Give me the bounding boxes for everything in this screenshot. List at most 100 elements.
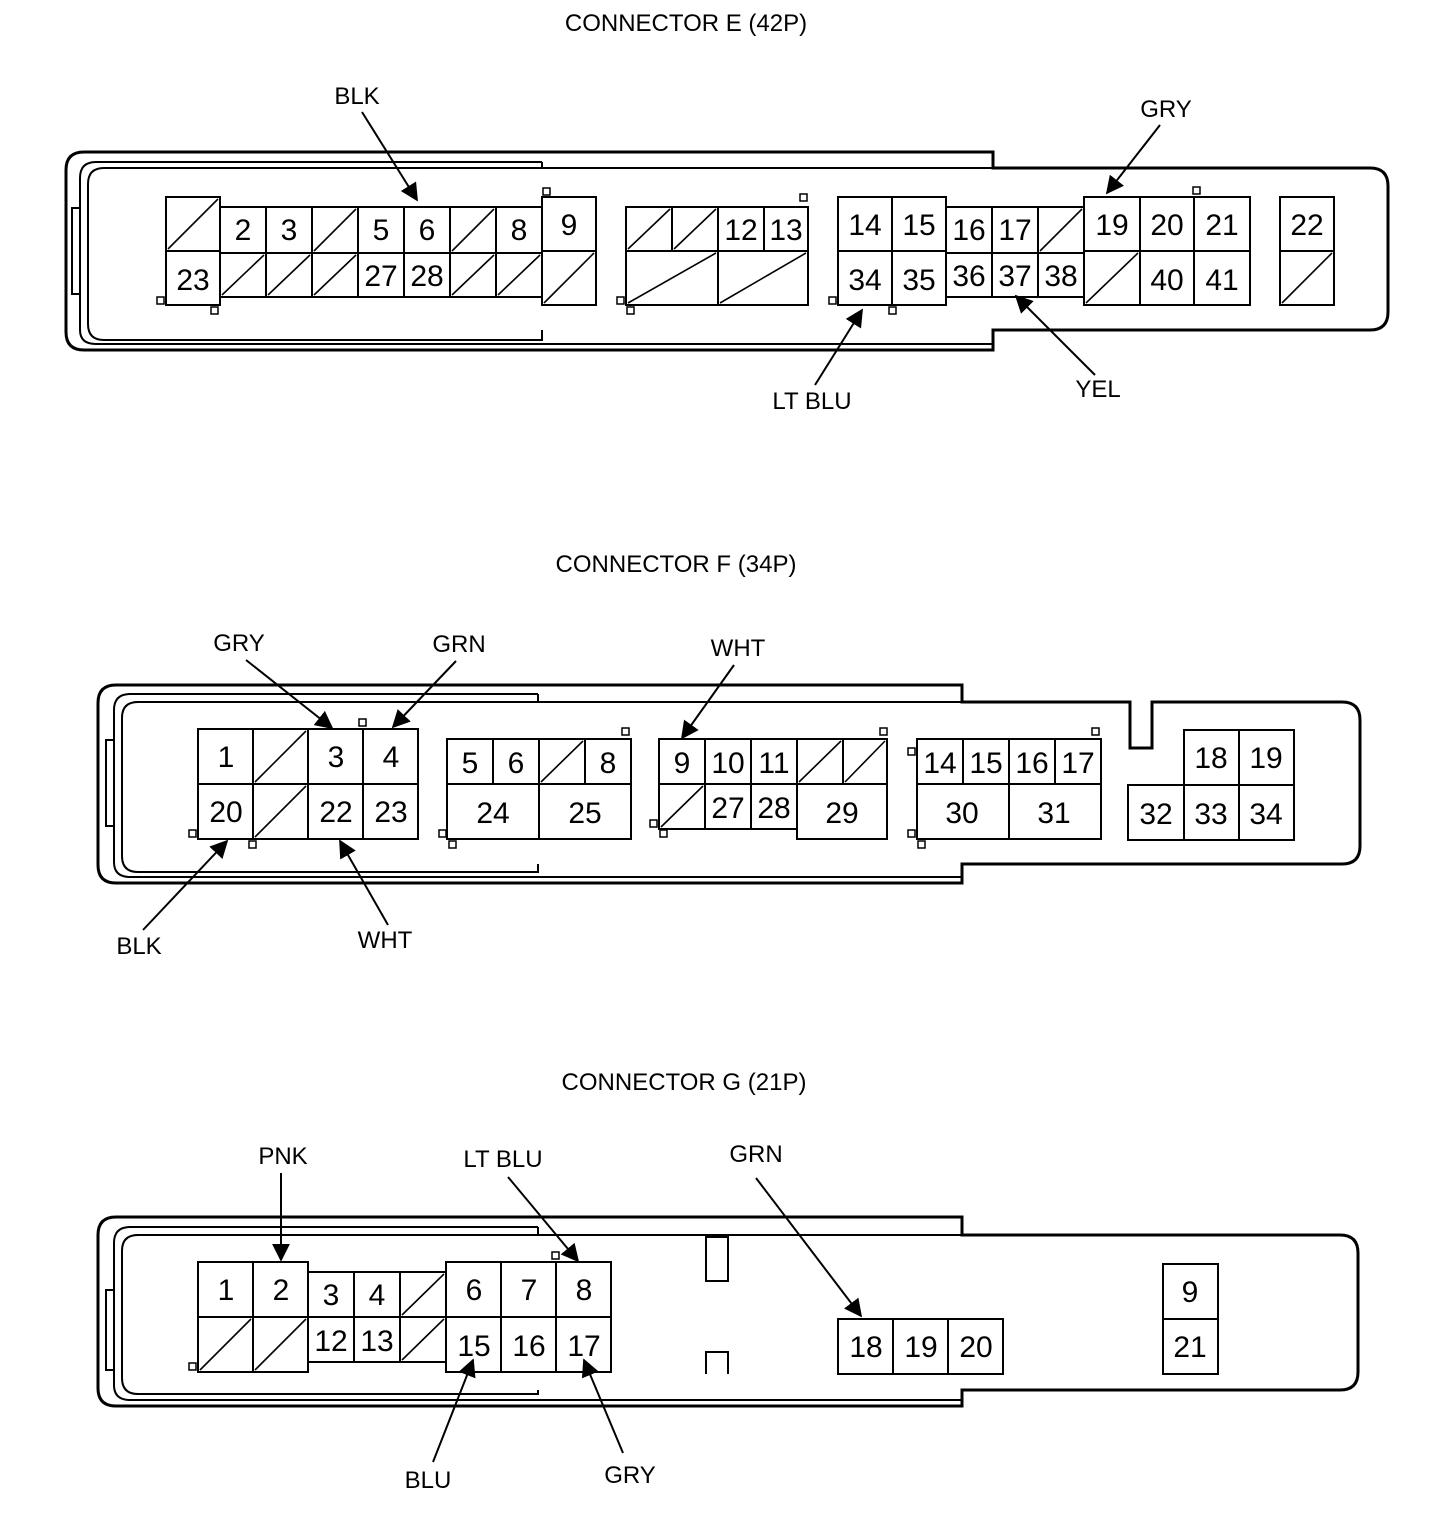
- wire-leader-arrow: [1014, 294, 1096, 376]
- pin-label: 1: [218, 741, 235, 774]
- connector-f-block-1: [188, 718, 419, 849]
- wire-leader-arrow: [507, 1176, 580, 1263]
- pin-label: 21: [1205, 209, 1238, 242]
- pin-label: 18: [1194, 742, 1227, 775]
- pin-label: 19: [1095, 209, 1128, 242]
- pin-label: 29: [825, 797, 858, 830]
- wire-leader-arrow: [755, 1177, 863, 1318]
- pin-label: 24: [476, 797, 509, 830]
- pin-label: 14: [848, 209, 881, 242]
- connector-e-housing: [64, 150, 1390, 352]
- pin-label: 34: [1249, 798, 1282, 831]
- pin-label: 31: [1037, 797, 1070, 830]
- wire-label: WHT: [711, 635, 766, 662]
- wire-label: YEL: [1075, 376, 1120, 403]
- wire-leader-arrow: [142, 839, 229, 931]
- pin-label: 15: [457, 1330, 490, 1363]
- pin-label: 3: [323, 1279, 340, 1312]
- wire-label: GRY: [213, 630, 265, 657]
- connector-g-wire-callouts: PNK LT BLU GRN BLU GRY: [258, 1141, 863, 1494]
- pin-label: 8: [511, 214, 528, 247]
- pin-label: 40: [1150, 264, 1183, 297]
- pin-label: 13: [360, 1325, 393, 1358]
- pin-label: 36: [952, 260, 985, 293]
- pin-label: 19: [1249, 742, 1282, 775]
- pin-label: 21: [1173, 1331, 1206, 1364]
- pin-label: 16: [1015, 747, 1048, 780]
- pin-label: 35: [902, 264, 935, 297]
- wire-leader-arrow: [581, 1358, 624, 1454]
- pin-label: 6: [508, 747, 525, 780]
- pin-label: 9: [1182, 1276, 1199, 1309]
- pin-label: 33: [1194, 798, 1227, 831]
- pin-label: 17: [998, 214, 1031, 247]
- housing-key-slot: [705, 1236, 729, 1282]
- pin-label: 6: [466, 1274, 483, 1307]
- wire-label: WHT: [358, 927, 413, 954]
- connector-e-wire-callouts: BLK GRY LT BLU YEL: [334, 83, 1191, 415]
- pin-label: 9: [561, 209, 578, 242]
- pin-label: 32: [1139, 798, 1172, 831]
- pin-label: 41: [1205, 264, 1238, 297]
- pin-label: 9: [674, 747, 691, 780]
- connector-e-block-3: [828, 186, 1251, 315]
- pin-label: 5: [373, 214, 390, 247]
- connector-g-block-3: [1162, 1263, 1219, 1375]
- wire-leader-arrow: [680, 664, 735, 740]
- pin-label: 5: [462, 747, 479, 780]
- pin-label: 11: [758, 747, 789, 780]
- pin-label: 15: [902, 209, 935, 242]
- pin-label: 20: [1150, 209, 1183, 242]
- pin-label: 6: [419, 214, 436, 247]
- wire-leader-arrow: [245, 659, 334, 730]
- pin-label: 15: [969, 747, 1002, 780]
- pin-label: 27: [364, 260, 397, 293]
- pin-label: 8: [576, 1274, 593, 1307]
- wire-label: BLK: [116, 933, 161, 960]
- pin-label: 17: [567, 1330, 600, 1363]
- pin-label: 16: [952, 214, 985, 247]
- wire-label: BLU: [405, 1467, 452, 1494]
- pin-label: 25: [568, 797, 601, 830]
- wire-leader-arrow: [814, 308, 863, 386]
- pin-label: 3: [281, 214, 298, 247]
- connector-e-block-2: [616, 193, 809, 315]
- pin-label: 4: [383, 741, 400, 774]
- wire-label: GRY: [1140, 96, 1192, 123]
- pin-label: 12: [724, 214, 757, 247]
- pin-label: 4: [369, 1279, 386, 1312]
- wire-label: GRN: [432, 631, 485, 658]
- wire-leader-arrow: [339, 839, 389, 926]
- pin-label: 8: [600, 747, 617, 780]
- pin-label: 19: [904, 1331, 937, 1364]
- wire-leader-arrow: [391, 660, 457, 729]
- wire-leader-arrow: [361, 111, 418, 202]
- pin-label: 13: [769, 214, 802, 247]
- pin-label: 1: [218, 1274, 235, 1307]
- pin-label: 7: [521, 1274, 538, 1307]
- pin-label: 23: [176, 264, 209, 297]
- pin-label: 17: [1061, 747, 1094, 780]
- wire-label: LT BLU: [463, 1146, 542, 1173]
- connector-e-block-1: [156, 187, 597, 315]
- connector-f-housing: [96, 683, 1362, 885]
- pin-label: 22: [319, 796, 352, 829]
- pin-label: 2: [235, 214, 252, 247]
- pin-label: 12: [314, 1325, 347, 1358]
- housing-key-slot: [705, 1351, 729, 1374]
- wire-label: PNK: [258, 1143, 307, 1170]
- connector-g-block-1: [188, 1251, 612, 1373]
- connector-g-title: CONNECTOR G (21P): [562, 1069, 807, 1096]
- pin-label: 27: [711, 792, 744, 825]
- connector-g-housing: [96, 1215, 1360, 1408]
- pin-label: 3: [328, 741, 345, 774]
- connector-f-title: CONNECTOR F (34P): [556, 551, 797, 578]
- pin-label: 34: [848, 264, 881, 297]
- connector-f-block-3: [649, 727, 888, 840]
- connector-g-pin-numbers: 1 2 3 4 6 7 8 9 12 13 15 16 17 18 19 20 …: [218, 1274, 1207, 1364]
- connector-f-wire-callouts: GRY GRN WHT BLK WHT: [116, 630, 765, 960]
- wire-label: GRY: [604, 1462, 656, 1489]
- pin-label: 28: [410, 260, 443, 293]
- pin-label: 30: [945, 797, 978, 830]
